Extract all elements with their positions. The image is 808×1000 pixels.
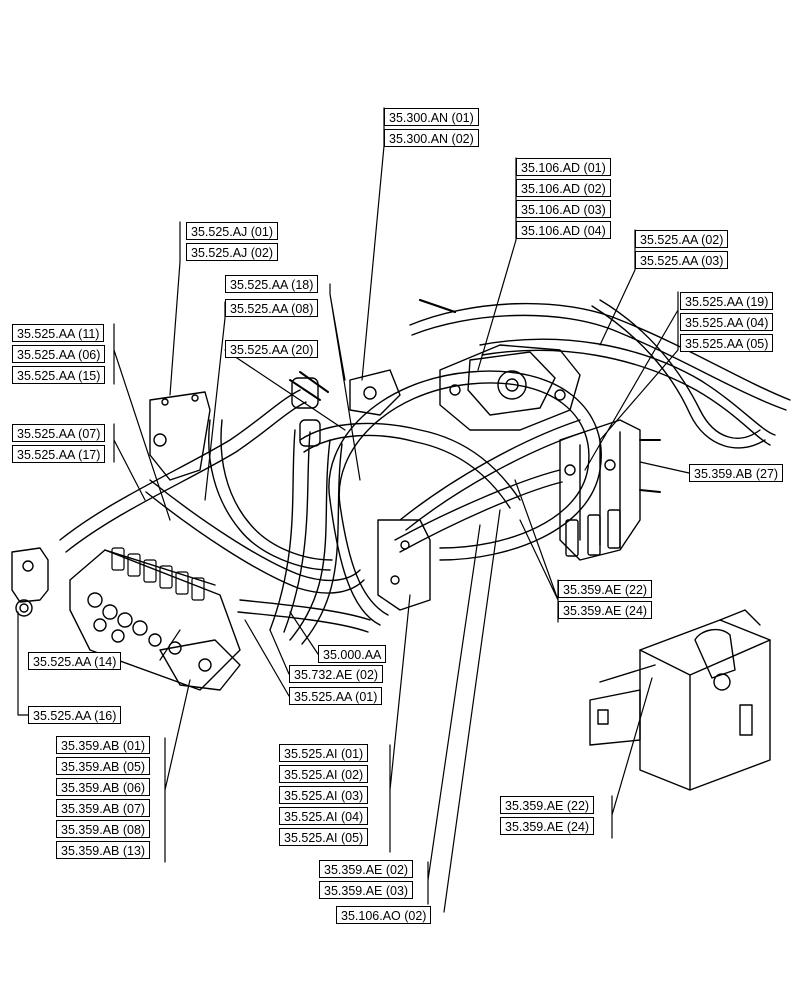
part-ref-label[interactable]: 35.732.AE (02)	[289, 665, 384, 683]
part-ref-label[interactable]: 35.359.AE (22)	[558, 580, 653, 598]
part-ref-label[interactable]: 35.359.AB (08)	[56, 820, 151, 838]
part-ref-label[interactable]: 35.525.AI (02)	[279, 765, 369, 783]
part-ref-label[interactable]: 35.106.AO (02)	[336, 906, 432, 924]
part-ref-label[interactable]: 35.359.AE (22)	[500, 796, 595, 814]
part-ref-label[interactable]: 35.359.AE (24)	[500, 817, 595, 835]
part-ref-label[interactable]: 35.525.AA (03)	[635, 251, 729, 269]
part-ref-label[interactable]: 35.359.AE (03)	[319, 881, 414, 899]
left-bracket	[11, 547, 49, 617]
part-ref-label[interactable]: 35.359.AB (01)	[56, 736, 151, 754]
part-ref-label[interactable]: 35.000.AA	[318, 645, 387, 663]
part-ref-label[interactable]: 35.525.AA (14)	[28, 652, 122, 670]
part-ref-label[interactable]: 35.106.AD (03)	[516, 200, 611, 218]
part-ref-label[interactable]: 35.300.AN (02)	[384, 129, 479, 147]
pump-assembly	[439, 344, 581, 431]
part-ref-label[interactable]: 35.359.AE (24)	[558, 601, 653, 619]
center-bracket	[349, 369, 431, 611]
part-ref-label[interactable]: 35.300.AN (01)	[384, 108, 479, 126]
leader-lines	[17, 107, 690, 913]
part-ref-label[interactable]: 35.525.AI (03)	[279, 786, 369, 804]
part-ref-label[interactable]: 35.525.AA (11)	[12, 324, 105, 342]
part-ref-label[interactable]: 35.525.AA (19)	[680, 292, 774, 310]
part-ref-label[interactable]: 35.106.AD (04)	[516, 221, 611, 239]
part-ref-label[interactable]: 35.525.AI (05)	[279, 828, 369, 846]
part-ref-label[interactable]: 35.525.AA (01)	[289, 687, 383, 705]
center-hoses	[269, 371, 343, 645]
part-ref-label[interactable]: 35.359.AB (07)	[56, 799, 151, 817]
part-ref-label[interactable]: 35.525.AJ (01)	[186, 222, 278, 240]
part-ref-label[interactable]: 35.525.AI (04)	[279, 807, 369, 825]
part-ref-label[interactable]: 35.525.AA (18)	[225, 275, 319, 293]
part-ref-label[interactable]: 35.525.AA (04)	[680, 313, 774, 331]
part-ref-label[interactable]: 35.525.AJ (02)	[186, 243, 278, 261]
upper-bracket	[149, 391, 211, 481]
left-hoses	[59, 389, 371, 633]
part-ref-label[interactable]: 35.525.AA (05)	[680, 334, 774, 352]
part-ref-label[interactable]: 35.525.AA (17)	[12, 445, 106, 463]
part-ref-label[interactable]: 35.525.AA (06)	[12, 345, 106, 363]
loop-hose	[328, 370, 602, 626]
upper-hoses	[409, 298, 791, 449]
part-ref-label[interactable]: 35.359.AB (13)	[56, 841, 151, 859]
part-ref-label[interactable]: 35.525.AA (08)	[225, 299, 319, 317]
part-ref-label[interactable]: 35.359.AB (06)	[56, 778, 151, 796]
part-ref-label[interactable]: 35.359.AB (05)	[56, 757, 151, 775]
part-ref-label[interactable]: 35.359.AB (27)	[689, 464, 784, 482]
part-ref-label[interactable]: 35.525.AI (01)	[279, 744, 369, 762]
part-ref-label[interactable]: 35.525.AA (16)	[28, 706, 122, 724]
oil-tank	[589, 609, 771, 791]
part-ref-label[interactable]: 35.106.AD (02)	[516, 179, 611, 197]
part-ref-label[interactable]: 35.525.AA (15)	[12, 366, 106, 384]
right-valve-block	[559, 419, 661, 561]
part-ref-label[interactable]: 35.525.AA (02)	[635, 230, 729, 248]
part-ref-label[interactable]: 35.106.AD (01)	[516, 158, 611, 176]
part-ref-label[interactable]: 35.525.AA (20)	[225, 340, 319, 358]
left-valve-block	[69, 547, 241, 691]
part-ref-label[interactable]: 35.359.AE (02)	[319, 860, 414, 878]
part-ref-label[interactable]: 35.525.AA (07)	[12, 424, 106, 442]
